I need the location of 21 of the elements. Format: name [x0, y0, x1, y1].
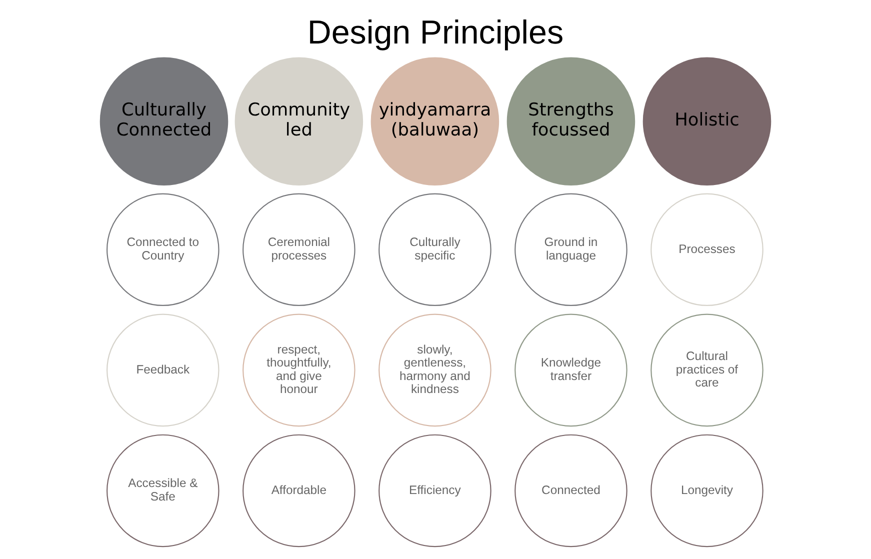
node-circle: Holistic: [642, 57, 772, 186]
node-circle: Ceremonial processes: [242, 193, 356, 306]
node-circle: Ground in language: [514, 193, 628, 306]
node-circle: Community led: [234, 57, 364, 186]
node-circle: Processes: [650, 193, 764, 306]
node-circle: Strengths focussed: [506, 57, 636, 186]
node-circle: Affordable: [242, 434, 356, 548]
node-circle: Culturally specific: [378, 193, 492, 306]
diagram-title: Design Principles: [307, 14, 564, 52]
node-circle: Knowledge transfer: [514, 314, 628, 427]
node-circle: slowly, gentleness, harmony and kindness: [378, 314, 492, 427]
node-circle: Cultural practices of care: [650, 314, 764, 427]
node-circle: Longevity: [650, 434, 764, 548]
node-circle: yindyamarra (baluwaa): [370, 57, 500, 186]
node-circle: Connected to Country: [106, 193, 220, 306]
node-circle: Efficiency: [378, 434, 492, 548]
node-circle: Culturally Connected: [100, 57, 228, 186]
node-circle: Connected: [514, 434, 628, 548]
node-circle: respect, thoughtfully, and give honour: [242, 314, 356, 427]
node-circle: Feedback: [106, 314, 220, 427]
node-circle: Accessible & Safe: [106, 434, 220, 548]
